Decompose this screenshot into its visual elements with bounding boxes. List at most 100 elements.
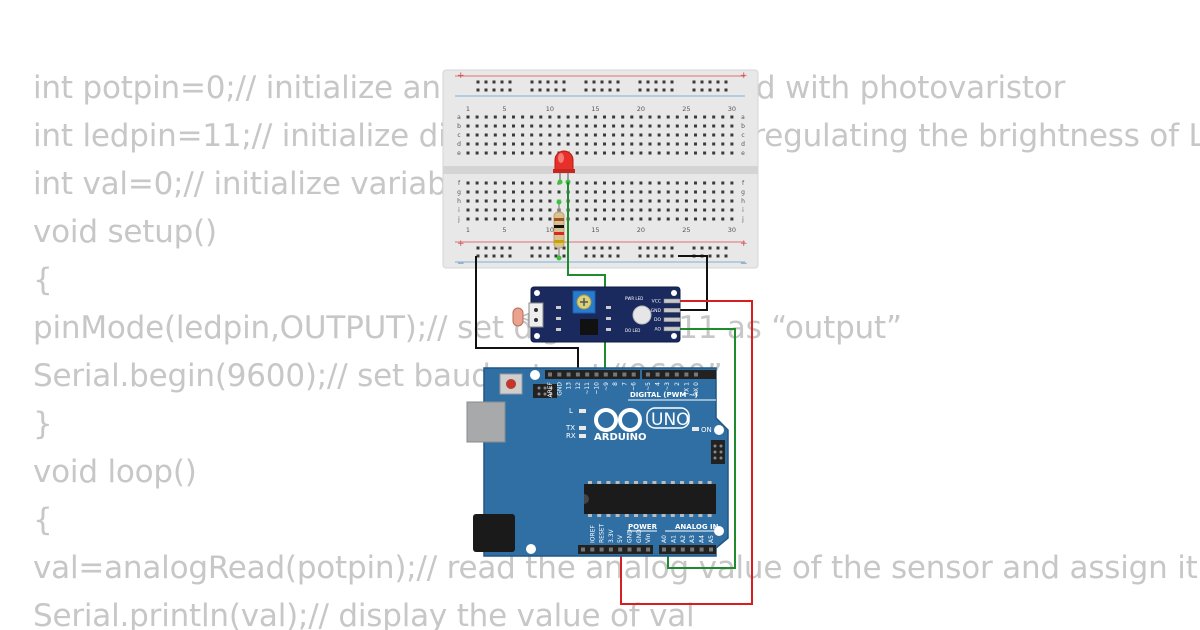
breadboard-hole [630,208,634,212]
rail-hole [616,246,620,250]
rail-hole [708,254,712,258]
breadboard-hole [730,208,734,212]
rail-hole [600,80,604,84]
rail-hole [584,254,588,258]
breadboard-hole [694,208,697,212]
breadboard-hole [539,115,543,119]
breadboard-hole [621,124,625,128]
breadboard-hole [666,142,670,146]
code-line: { [33,262,53,298]
breadboard-hole [703,151,707,155]
microcontroller-chip [584,481,716,517]
bottom-pin-holes [581,547,713,552]
breadboard-hole [566,115,570,119]
breadboard-hole [475,142,479,146]
breadboard-hole [639,217,643,221]
rail-hole [700,80,704,84]
code-listing: int potpin=0;// initialize analog PIN 0,… [33,64,1200,630]
column-number: 1 [466,226,470,234]
column-number: 15 [591,226,599,234]
analog-pin-label: A0 [661,535,668,543]
breadboard-hole [557,133,561,137]
rail-hole [554,80,558,84]
breadboard-hole [639,181,643,185]
breadboard-hole [502,133,506,137]
breadboard-hole [712,133,716,137]
rail-hole [492,80,496,84]
digital-pin [646,372,650,377]
code-line: } [33,406,53,442]
breadboard-hole [630,124,634,128]
rail-hole [538,88,542,92]
breadboard-hole [721,181,725,185]
wire-gnd-black-long [475,256,579,378]
breadboard-hole [539,124,543,128]
breadboard-hole [593,181,597,185]
rail-hole [476,88,480,92]
analog-header [659,545,716,554]
rail-hole [530,88,534,92]
breadboard-hole [721,142,725,146]
breadboard-hole [703,181,707,185]
breadboard-hole [657,115,661,119]
breadboard-hole [566,133,570,137]
row-letter: f [458,180,461,187]
breadboard-hole [466,115,470,119]
breadboard-hole [639,142,643,146]
breadboard-hole [612,181,616,185]
rail-hole [562,246,566,250]
breadboard-hole [666,181,670,185]
on-label: ON [701,426,712,434]
breadboard-hole [721,115,725,119]
rail-hole [638,246,642,250]
power-pin [608,547,613,552]
row-letter: e [741,150,745,157]
breadboard-hole [657,142,661,146]
breadboard-hole [502,181,506,185]
rail-plus-top-right: + [740,71,748,81]
breadboard-hole [539,151,543,155]
breadboard-hole [557,142,561,146]
rail-hole [584,80,588,84]
breadboard-hole [684,115,688,119]
breadboard-hole [666,115,670,119]
column-number: 10 [546,105,554,113]
breadboard-hole [630,181,634,185]
digital-pin [694,372,698,377]
breadboard-hole [575,181,579,185]
rail-hole [592,246,596,250]
sensor-pin [663,317,681,322]
breadboard-hole [502,190,506,194]
breadboard-hole [657,133,661,137]
breadboard-hole [712,142,716,146]
digital-pin [684,372,689,377]
breadboard-hole [730,190,734,194]
rail-hole [492,246,496,250]
breadboard-hole [466,133,470,137]
breadboard-hole [630,217,634,221]
breadboard-hole [657,181,661,185]
breadboard-hole [730,133,734,137]
breadboard-hole [621,142,625,146]
row-letter: h [741,198,745,205]
rail-hole [538,246,542,250]
breadboard-hole [684,199,688,203]
breadboard-hole [666,190,670,194]
breadboard-hole [539,181,543,185]
digital-pin-label: ~6 [631,382,638,391]
breadboard-hole [530,133,534,137]
breadboard-hole [584,190,588,194]
breadboard-hole [512,199,515,203]
rail-hole [646,80,650,84]
rail-hole [508,246,512,250]
rail-hole [562,88,566,92]
breadboard-hole [521,190,525,194]
rail-hole [662,254,666,258]
digital-pin-label: ~11 [584,382,591,395]
breadboard-hole [603,208,606,212]
breadboard-hole [684,208,688,212]
power-pin-label: IOREF [589,525,596,543]
breadboard-hole [493,142,497,146]
